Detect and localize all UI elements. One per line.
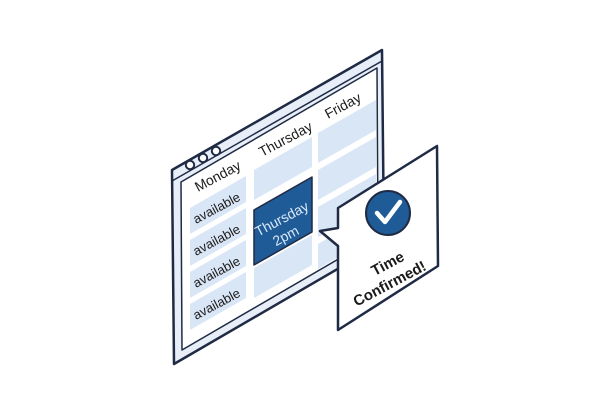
selected-slot[interactable]: Thursday 2pm — [252, 176, 313, 266]
check-circle-icon — [365, 190, 411, 236]
calendar-window: Monday Thursday Friday available availab… — [170, 48, 386, 366]
slot-friday-1[interactable] — [318, 100, 376, 163]
slot-thursday-3[interactable] — [254, 235, 312, 298]
bubble-shape — [318, 144, 440, 332]
thursday-column — [254, 137, 312, 298]
window-dot-icon[interactable] — [184, 159, 196, 171]
slot-thursday-1[interactable] — [254, 137, 312, 200]
window-dot-icon[interactable] — [197, 152, 209, 164]
window-dot-icon[interactable] — [210, 145, 222, 157]
checkmark-icon — [374, 199, 403, 225]
window-controls — [184, 145, 222, 171]
slot-friday-2[interactable] — [318, 137, 376, 200]
